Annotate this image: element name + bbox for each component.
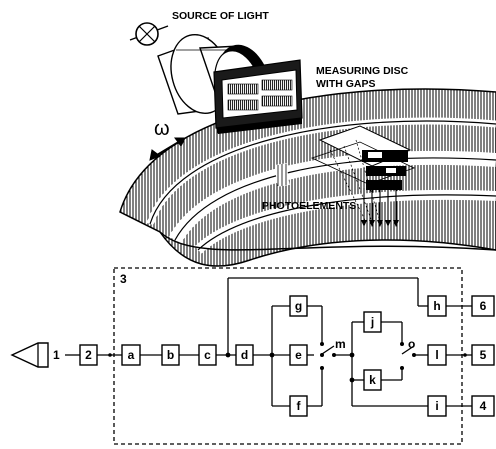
block-e-label: e [295,348,302,362]
switch-o-label: o [408,337,415,351]
block-2-label: 2 [85,348,92,362]
block-a: a [121,344,141,366]
measuring-disc-label-line2: WITH GAPS [316,78,376,90]
block-j: j [363,311,382,333]
block-k: k [363,369,382,391]
group-label: 3 [120,272,127,286]
block-c: c [198,344,217,366]
block-4-label: 4 [480,399,487,413]
block-i: i [427,395,447,417]
block-b: b [161,344,180,366]
group-boundary [113,267,463,445]
block-f-label: f [297,399,302,413]
rotation-arrow-icon [149,137,186,161]
photoelements-label: PHOTOELEMENTS [262,200,356,212]
lamp-icon [129,22,169,46]
source-of-light-label: SOURCE OF LIGHT [172,10,269,22]
block-l: l [427,344,447,366]
block-b-label: b [167,348,174,362]
block-g-label: g [295,299,302,313]
block-5-label: 5 [480,348,487,362]
block-1-label: 1 [53,348,60,362]
measuring-disc-label: MEASURING DISC [316,65,409,77]
block-e: e [289,344,308,366]
block-k-label: k [369,373,376,387]
block-d-label: d [241,348,248,362]
block-d: d [235,344,254,366]
encoder-illustration: SOURCE OF LIGHT MEASURING DISC WITH GAPS… [119,10,496,267]
switch-m-label: m [335,337,346,351]
block-a-label: a [128,348,135,362]
photoelement-array [310,125,416,227]
block-2: 2 [79,344,98,366]
block-5: 5 [471,344,495,366]
block-6-label: 6 [480,299,487,313]
measuring-disc [119,88,496,267]
block-diagram: 3 [10,267,495,445]
block-i-label: i [435,399,438,413]
block-g: g [289,295,308,317]
block-c-label: c [204,348,211,362]
block-l-label: l [435,348,438,362]
block-j-label: j [370,315,374,329]
block-1: 1 [10,342,60,368]
scanning-head [213,59,303,134]
block-h: h [427,295,447,317]
block-h-label: h [433,299,440,313]
block-f: f [289,395,308,417]
block-6: 6 [471,295,495,317]
omega-label: ω [154,118,170,140]
block-4: 4 [471,395,495,417]
